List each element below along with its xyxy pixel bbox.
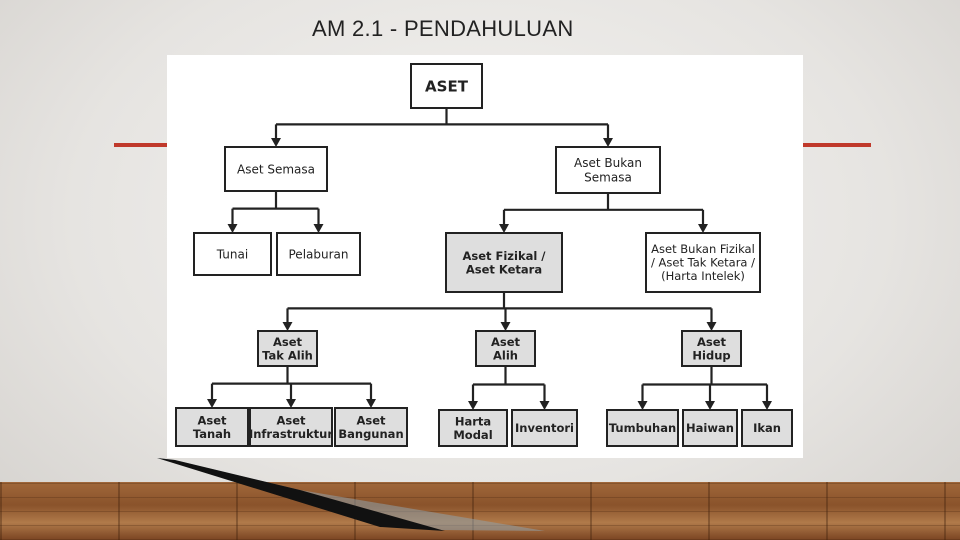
node-aset-bukan-fizikal: Aset Bukan Fizikal/ Aset Tak Ketara /(Ha… <box>645 232 761 293</box>
node-box <box>224 146 328 192</box>
node-label: Aset Bukan Fizikal <box>651 242 755 256</box>
node-label: Tak Alih <box>262 348 313 362</box>
node-label: / Aset Tak Ketara / <box>651 256 755 270</box>
arrowhead-to-tunai <box>227 224 238 233</box>
node-box <box>741 409 793 447</box>
node-label: Modal <box>453 428 492 442</box>
arrowhead-to-aset-tanah <box>207 399 217 408</box>
connector-from-aset <box>271 108 613 147</box>
node-label: Haiwan <box>686 421 734 435</box>
node-label: Inventori <box>515 421 574 435</box>
node-label: Aset <box>273 335 303 349</box>
arrowhead-to-aset-bukan-semasa <box>603 138 613 147</box>
node-label: Aset <box>276 413 306 427</box>
node-box <box>475 330 536 367</box>
node-tumbuhan: Tumbuhan <box>606 409 679 447</box>
node-inventori: Inventori <box>511 409 578 447</box>
accent-line-right <box>800 143 871 147</box>
arrowhead-to-aset-alih <box>500 322 511 331</box>
node-label: Aset <box>697 335 727 349</box>
node-pelaburan: Pelaburan <box>276 232 361 276</box>
node-label: Aset <box>491 335 521 349</box>
node-label: Aset <box>197 413 227 427</box>
connector-from-aset-alih <box>468 366 550 410</box>
node-box <box>175 407 249 447</box>
node-box <box>682 409 738 447</box>
arrowhead-to-aset-bangunan <box>366 399 376 408</box>
node-box <box>410 63 483 109</box>
node-box <box>681 330 742 367</box>
node-label: Alih <box>493 348 518 362</box>
arrowhead-to-inventori <box>539 401 550 410</box>
node-label: Pelaburan <box>289 247 349 261</box>
connector-from-aset-bukan-semasa <box>499 193 708 233</box>
arrowhead-to-aset-infrastruktur <box>286 399 296 408</box>
arrowhead-to-harta-modal <box>468 401 478 410</box>
node-ikan: Ikan <box>741 409 793 447</box>
arrowhead-to-haiwan <box>705 401 715 410</box>
node-label: Aset Bukan <box>574 156 642 170</box>
node-label: Tanah <box>193 427 231 441</box>
node-label: Infrastruktur <box>249 427 333 441</box>
node-aset: ASET <box>410 63 483 109</box>
node-box <box>445 232 563 293</box>
node-box <box>555 146 661 194</box>
slide-title: AM 2.1 - PENDAHULUAN <box>312 16 574 41</box>
node-label: Semasa <box>584 170 632 184</box>
node-label: Aset Semasa <box>237 162 315 176</box>
node-label: Ikan <box>753 421 781 435</box>
connector-from-aset-hidup <box>637 366 772 410</box>
node-box <box>249 407 333 447</box>
node-box <box>334 407 408 447</box>
node-label: ASET <box>425 77 469 95</box>
connector-from-aset-fizikal <box>282 292 717 331</box>
node-label: Harta <box>455 414 491 428</box>
connector-from-aset-tak-alih <box>207 366 376 408</box>
arrowhead-to-ikan <box>762 401 772 410</box>
node-box <box>606 409 679 447</box>
node-tunai: Tunai <box>193 232 272 276</box>
node-label: Aset Ketara <box>466 262 542 276</box>
arrowhead-to-aset-bukan-fizikal <box>698 224 708 233</box>
node-label: Tunai <box>216 247 248 261</box>
node-label: Tumbuhan <box>609 421 676 435</box>
arrowhead-to-aset-tak-alih <box>282 322 293 331</box>
arrowhead-to-tumbuhan <box>637 401 648 410</box>
node-label: Aset <box>356 413 386 427</box>
node-label: Hidup <box>692 348 730 362</box>
node-box <box>257 330 318 367</box>
node-aset-fizikal: Aset Fizikal /Aset Ketara <box>445 232 563 293</box>
arrowhead-to-aset-hidup <box>706 322 717 331</box>
node-box <box>438 409 508 447</box>
connector-from-aset-semasa <box>227 191 324 233</box>
arrowhead-to-aset-semasa <box>271 138 281 147</box>
node-box <box>193 232 272 276</box>
node-box <box>511 409 578 447</box>
node-haiwan: Haiwan <box>682 409 738 447</box>
accent-line-left <box>114 143 170 147</box>
arrowhead-to-pelaburan <box>313 224 324 233</box>
node-label: Bangunan <box>338 427 403 441</box>
node-box <box>645 232 761 293</box>
node-aset-semasa: Aset Semasa <box>224 146 328 192</box>
node-label: (Harta Intelek) <box>661 269 745 283</box>
arrowhead-to-aset-fizikal <box>499 224 509 233</box>
node-label: Aset Fizikal / <box>462 249 546 263</box>
node-box <box>276 232 361 276</box>
